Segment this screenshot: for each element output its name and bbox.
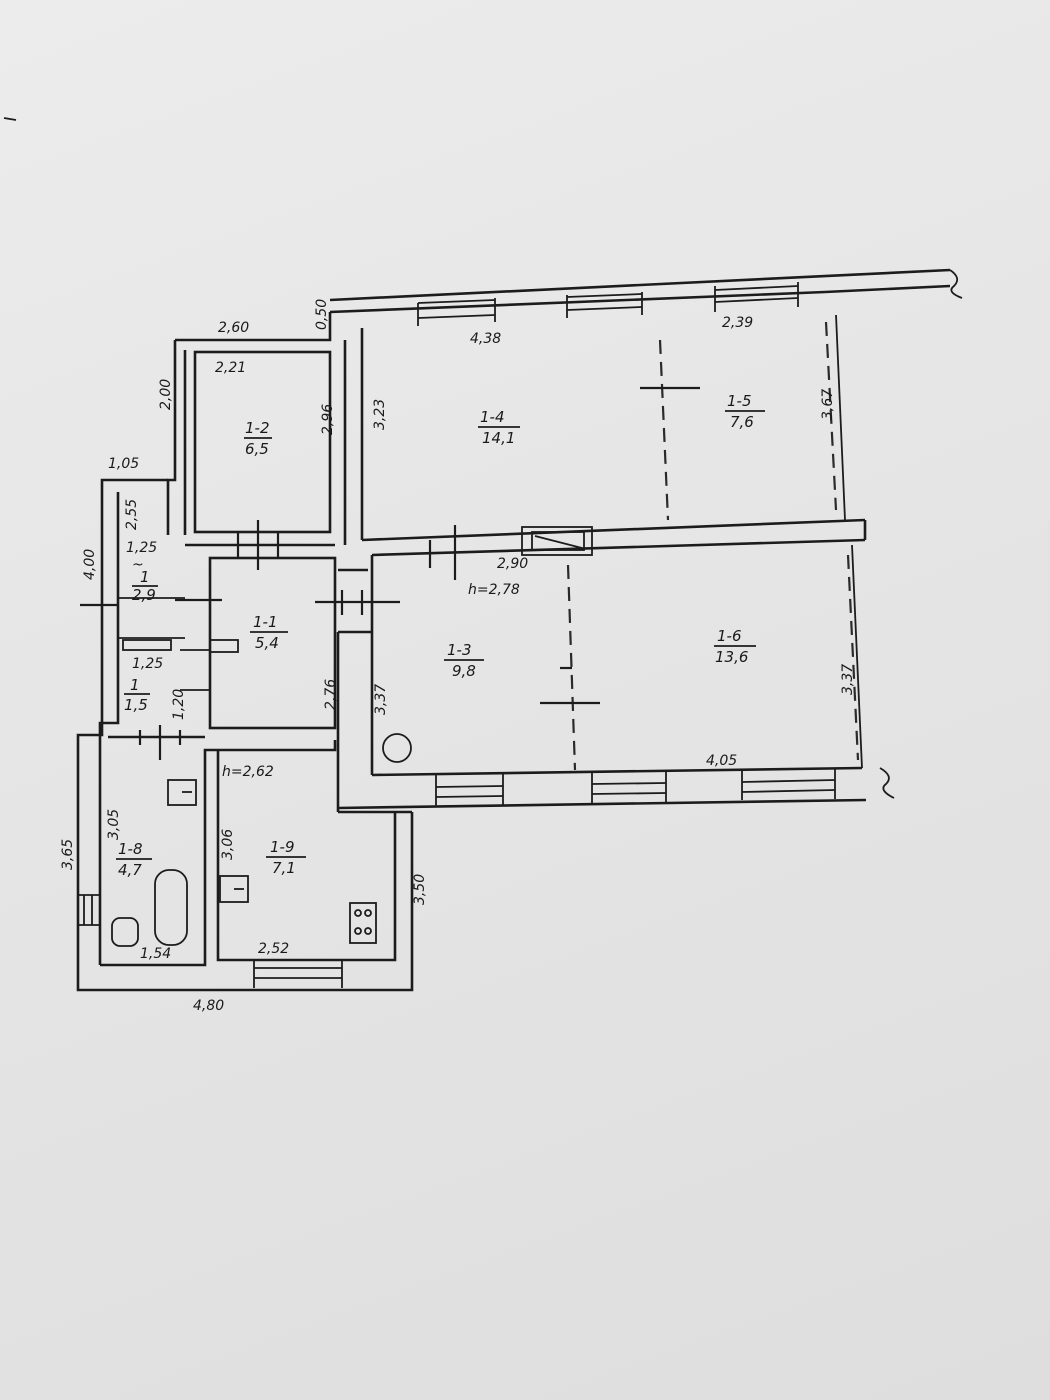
svg-text:4,7: 4,7 (118, 861, 142, 879)
svg-text:2,96: 2,96 (320, 404, 336, 435)
room-1-5: 1-5 7,6 (725, 392, 765, 431)
svg-text:1,25: 1,25 (132, 656, 163, 672)
svg-text:1-4: 1-4 (480, 408, 505, 426)
svg-text:3,05: 3,05 (106, 809, 122, 840)
room-1-9: 1-9 7,1 (266, 838, 306, 877)
bathtub-icon (154, 869, 188, 946)
svg-text:1-3: 1-3 (447, 641, 472, 659)
svg-text:2,52: 2,52 (258, 941, 289, 957)
svg-text:1,25: 1,25 (126, 540, 157, 556)
svg-text:2,21: 2,21 (215, 360, 246, 376)
outer-walls (76, 268, 963, 992)
svg-text:1,20: 1,20 (171, 689, 187, 720)
svg-text:1,05: 1,05 (108, 456, 139, 472)
svg-text:3,37: 3,37 (373, 684, 389, 715)
room-1-1: 1-1 5,4 (250, 613, 288, 652)
svg-text:1-6: 1-6 (717, 627, 742, 645)
room-1-8: 1-8 4,7 (116, 840, 152, 879)
svg-text:2,60: 2,60 (218, 320, 249, 336)
window-bottom-1 (435, 774, 504, 806)
height-labels: h=2,78 h=2,62 (222, 582, 520, 780)
svg-text:3,37: 3,37 (840, 664, 856, 695)
radiator-icon (122, 639, 172, 651)
svg-text:1-8: 1-8 (118, 840, 143, 858)
window-top-3 (714, 282, 799, 312)
svg-text:~: ~ (132, 557, 144, 573)
svg-text:0,50: 0,50 (314, 299, 330, 330)
cooker-icon (349, 902, 377, 944)
height-main: h=2,78 (468, 582, 520, 598)
svg-text:5,4: 5,4 (255, 634, 279, 652)
window-top-1 (417, 298, 496, 326)
svg-text:13,6: 13,6 (715, 648, 748, 666)
boiler-icon (382, 733, 412, 763)
interior-walls (118, 314, 867, 775)
svg-text:4,00: 4,00 (82, 549, 98, 580)
svg-text:3,67: 3,67 (820, 389, 836, 420)
window-kitchen (253, 960, 343, 988)
svg-text:1,54: 1,54 (140, 946, 171, 962)
toilet-icon (111, 917, 139, 947)
svg-text:2,55: 2,55 (124, 499, 140, 530)
fixtures (111, 526, 593, 947)
svg-text:2,76: 2,76 (323, 679, 339, 710)
svg-text:1: 1 (140, 568, 150, 586)
svg-text:2,90: 2,90 (497, 556, 528, 572)
svg-text:3,23: 3,23 (372, 399, 388, 430)
svg-text:3,65: 3,65 (60, 839, 76, 870)
svg-text:7,6: 7,6 (730, 413, 754, 431)
svg-text:9,8: 9,8 (452, 662, 476, 680)
svg-text:2,9: 2,9 (132, 586, 156, 604)
svg-text:3,50: 3,50 (412, 874, 428, 905)
height-kitchen: h=2,62 (222, 764, 274, 780)
svg-text:3,06: 3,06 (220, 829, 236, 860)
svg-text:1-5: 1-5 (727, 392, 752, 410)
svg-text:2,39: 2,39 (722, 315, 753, 331)
room-corridor-b: 1 1,5 (124, 676, 150, 714)
svg-text:1-2: 1-2 (245, 419, 270, 437)
svg-text:4,80: 4,80 (193, 998, 224, 1014)
windows (78, 282, 836, 988)
dashed-partitions (566, 321, 860, 771)
svg-text:2,00: 2,00 (158, 379, 174, 410)
dimension-labels: 2,60 0,50 2,21 4,38 2,39 2,00 2,96 3,23 … (60, 299, 856, 1014)
vent-shaft-icon (521, 526, 593, 556)
svg-text:6,5: 6,5 (245, 440, 269, 458)
window-top-2 (566, 292, 643, 318)
kitchen-sink-icon (219, 875, 249, 903)
svg-text:1: 1 (130, 676, 140, 694)
svg-text:7,1: 7,1 (272, 859, 296, 877)
window-bath (78, 894, 100, 926)
room-1-3: 1-3 9,8 (444, 641, 484, 680)
room-1-4: 1-4 14,1 (478, 408, 520, 447)
doors (80, 386, 700, 760)
svg-text:4,38: 4,38 (470, 331, 501, 347)
room-labels: 1-2 6,5 1-4 14,1 1-5 7,6 1-1 5,4 1-3 9,8… (116, 392, 765, 879)
svg-text:1-9: 1-9 (270, 838, 295, 856)
svg-text:1,5: 1,5 (124, 696, 148, 714)
room-corridor-a: 1 2,9 (132, 568, 158, 604)
svg-text:4,05: 4,05 (706, 753, 737, 769)
margin-mark (3, 117, 17, 121)
sink-icon (167, 779, 197, 806)
room-1-6: 1-6 13,6 (714, 627, 756, 666)
svg-text:14,1: 14,1 (482, 429, 515, 447)
room-1-2: 1-2 6,5 (244, 419, 272, 458)
window-bottom-3 (741, 768, 836, 800)
svg-text:1-1: 1-1 (253, 613, 278, 631)
window-bottom-2 (591, 771, 667, 803)
